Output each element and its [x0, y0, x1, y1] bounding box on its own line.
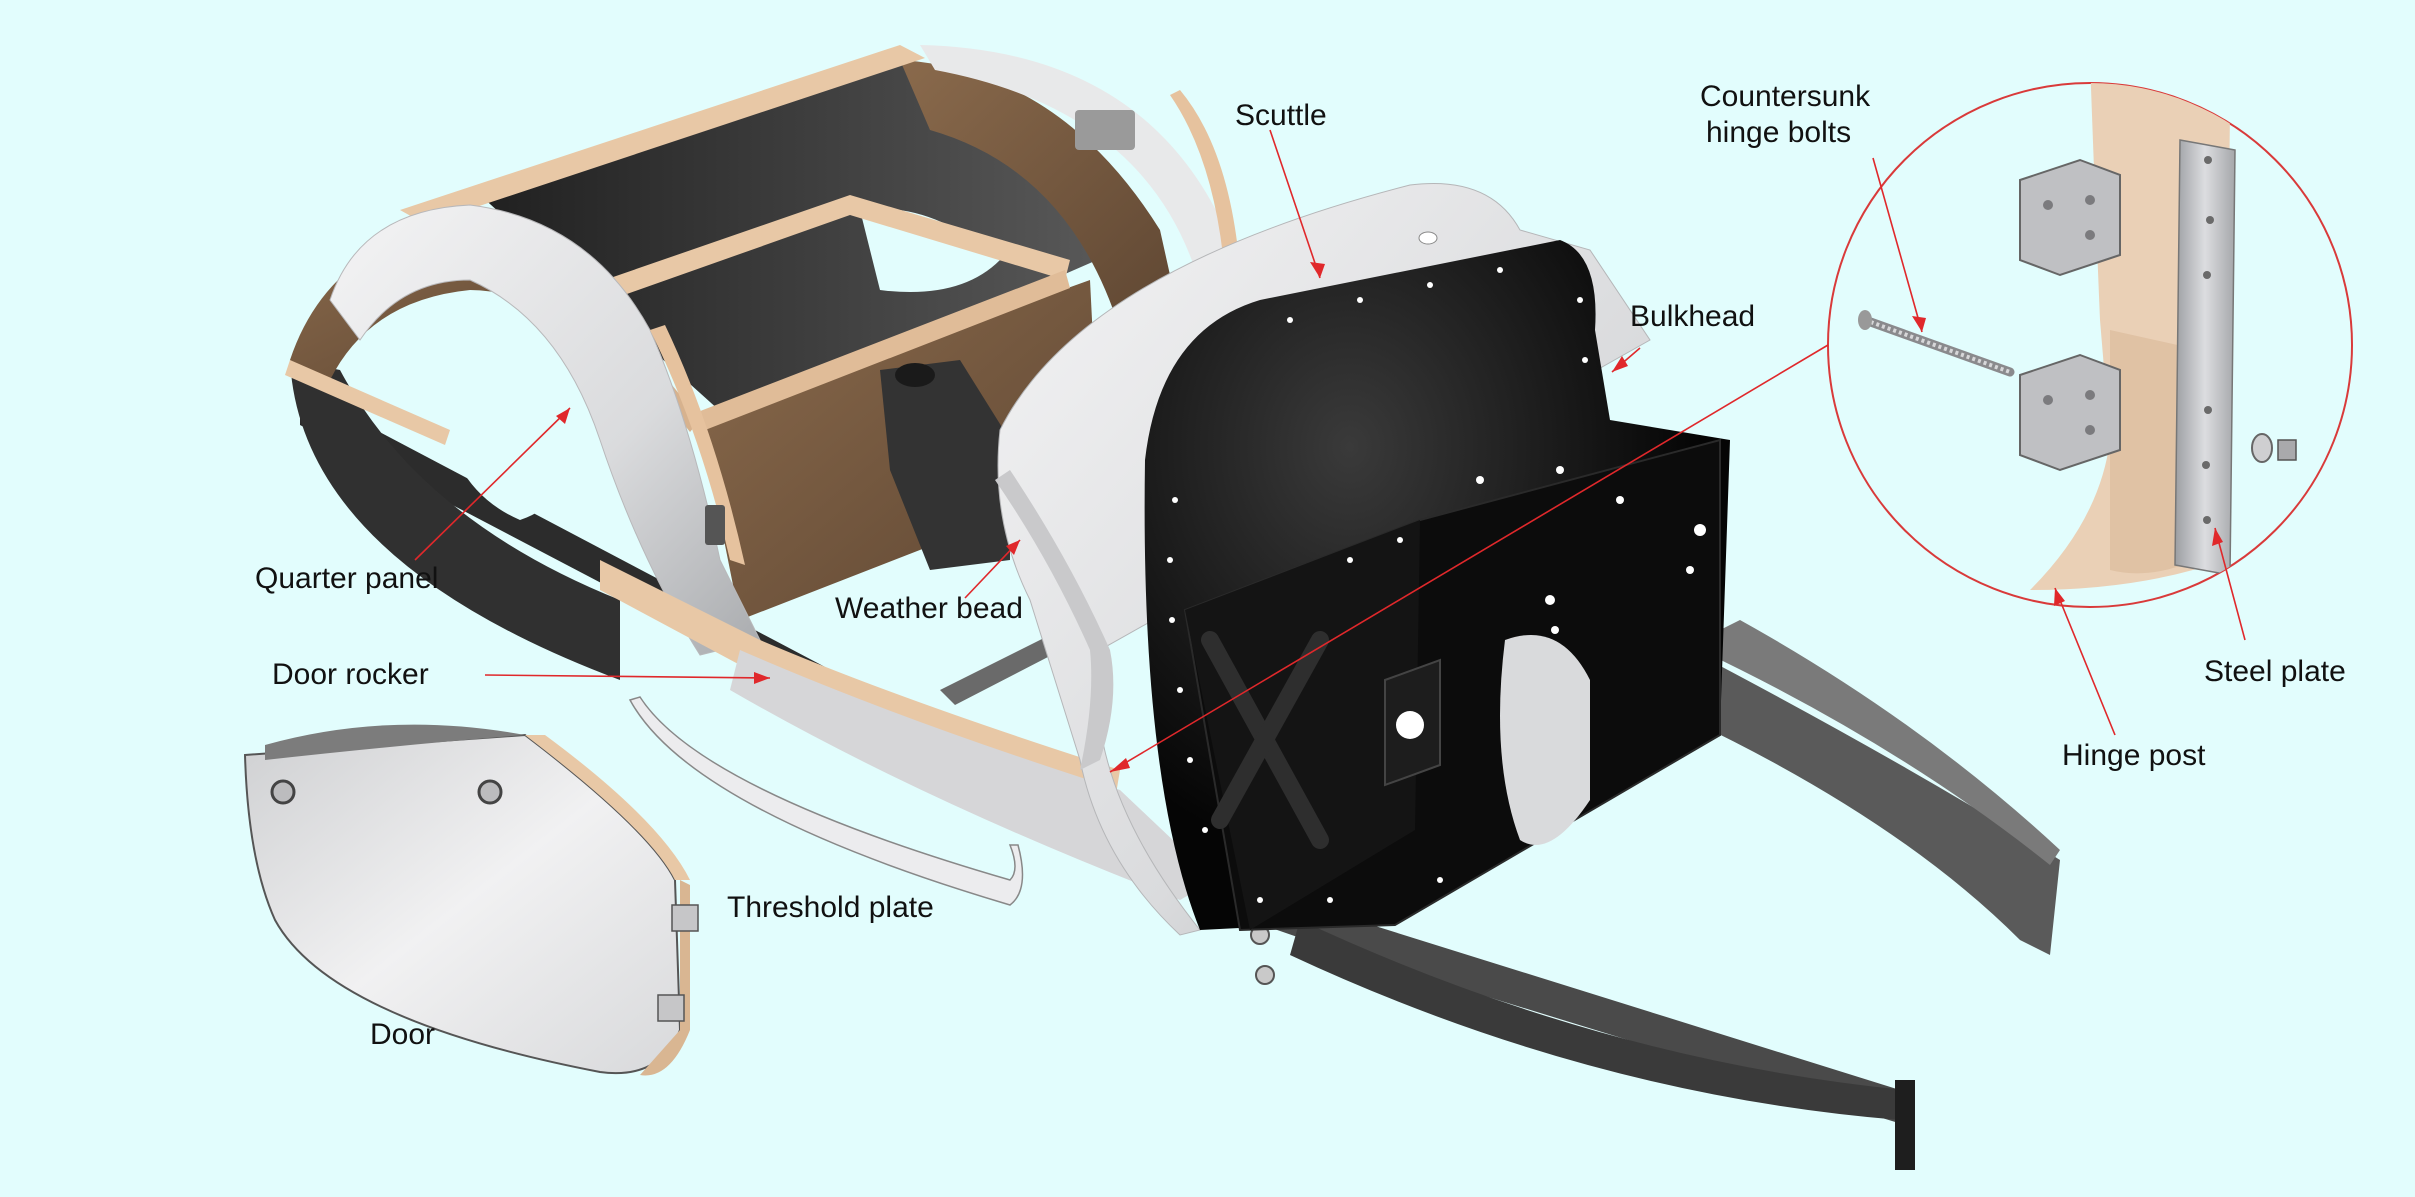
label-quarter-panel: Quarter panel — [255, 562, 438, 595]
leader-hinge-post — [2055, 588, 2115, 735]
hinge-detail-inset — [1828, 60, 2352, 607]
leader-door-rocker — [485, 675, 770, 678]
label-door-rocker: Door rocker — [272, 658, 429, 691]
label-countersunk-line2: hinge bolts — [1706, 116, 1851, 149]
label-countersunk-line1: Countersunk — [1700, 80, 1871, 113]
label-door: Door — [370, 1018, 435, 1051]
door-part — [245, 725, 698, 1076]
label-hinge-post: Hinge post — [2062, 739, 2206, 772]
label-weather-bead: Weather bead — [835, 592, 1023, 625]
label-scuttle: Scuttle — [1235, 99, 1327, 132]
label-steel-plate: Steel plate — [2204, 655, 2346, 688]
label-threshold-plate: Threshold plate — [727, 891, 934, 924]
label-bulkhead: Bulkhead — [1630, 300, 1755, 333]
